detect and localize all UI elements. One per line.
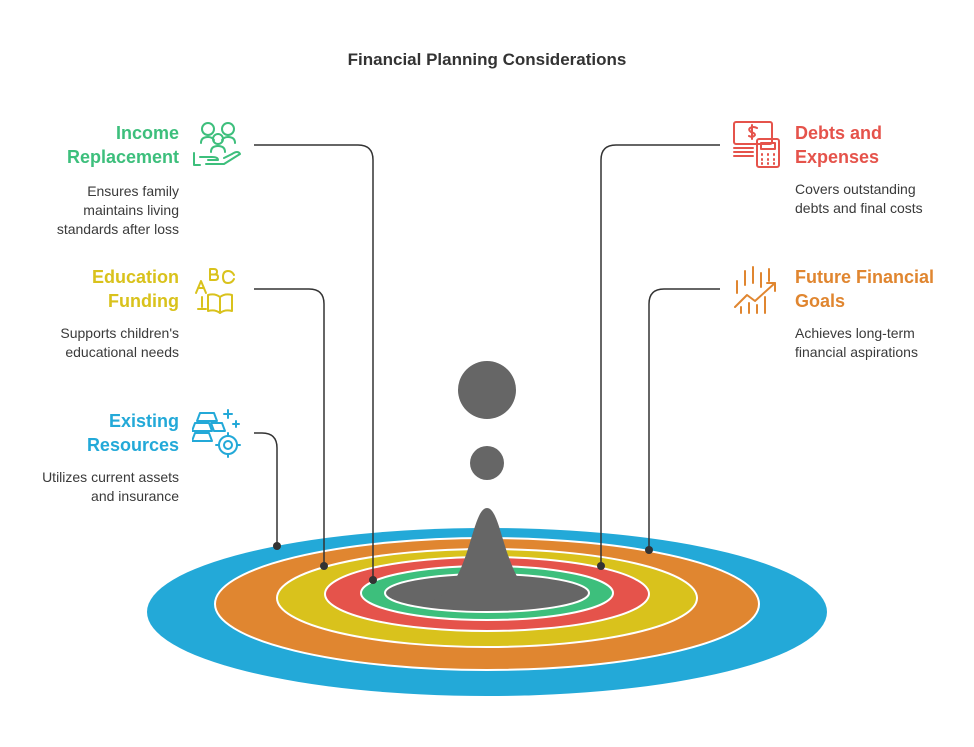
diagram-title: Financial Planning Considerations [347,50,627,69]
income-description: Ensures family maintains living standard… [57,182,179,239]
future-description: Achieves long-term financial aspirations [795,324,918,362]
income-heading-line: Income [115,123,179,143]
income-heading: Income Replacement [67,121,179,169]
gold-bars-icon [192,409,241,458]
abc-book-icon [195,268,235,314]
income-heading-line: Replacement [66,147,179,167]
resources-heading: Existing Resources [87,409,179,457]
connector-resources [254,432,278,546]
resources-heading-line: Resources [86,435,179,455]
drop-large [458,361,516,419]
education-description-line: Supports children's [60,325,179,341]
future-heading-line: Goals [795,291,846,311]
debts-description: Covers outstanding debts and final costs [795,180,923,218]
drop-small [470,446,504,480]
family-care-icon [193,122,241,166]
connector-debts [600,144,720,566]
resources-description-line: and insurance [91,488,179,504]
connector-dot-debts [597,562,605,570]
future-heading-line: Future Financial [795,267,935,287]
debts-description-line: debts and final costs [795,200,923,216]
future-description-line: financial aspirations [795,344,918,360]
growth-chart-icon [734,266,776,314]
education-heading-line: Funding [108,291,179,311]
connector-dot-resources [273,542,281,550]
resources-description: Utilizes current assets and insurance [42,468,179,506]
future-heading: Future Financial Goals [795,265,934,313]
connector-income [254,144,374,580]
connector-dot-income [369,576,377,584]
future-description-line: Achieves long-term [795,325,915,341]
education-description: Supports children's educational needs [60,324,179,362]
debts-heading-line: Debts and [795,123,883,143]
income-description-line: maintains living [83,202,179,218]
connector-dot-future [645,546,653,554]
education-heading-line: Education [91,267,179,287]
resources-description-line: Utilizes current assets [42,469,179,485]
connector-future [648,288,720,550]
resources-heading-line: Existing [108,411,179,431]
income-description-line: Ensures family [87,183,179,199]
debts-heading-line: Expenses [795,147,880,167]
connector-dot-education [320,562,328,570]
education-description-line: educational needs [65,344,179,360]
connector-education [254,288,325,566]
debts-heading: Debts and Expenses [795,121,882,169]
splash-column [425,508,549,602]
income-description-line: standards after loss [56,221,179,237]
debts-description-line: Covers outstanding [795,181,916,197]
education-heading: Education Funding [92,265,179,313]
bill-calculator-icon [733,121,780,168]
